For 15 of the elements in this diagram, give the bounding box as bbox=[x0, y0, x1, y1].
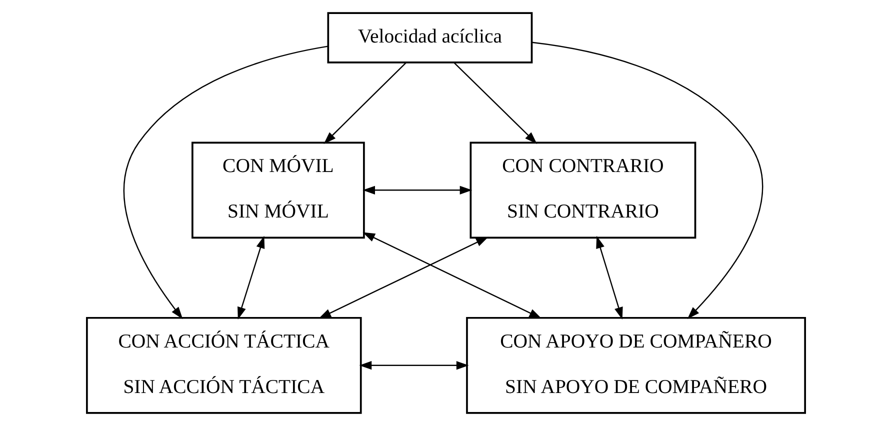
node-box: CON MÓVIL SIN MÓVIL bbox=[192, 142, 365, 239]
node-box: Velocidad acíclica bbox=[327, 12, 533, 64]
node-box: CON ACCIÓN TÁCTICA SIN ACCIÓN TÁCTICA bbox=[86, 316, 362, 414]
arrow bbox=[318, 236, 488, 319]
arrow bbox=[324, 62, 406, 144]
arrow bbox=[454, 62, 538, 144]
arrow bbox=[532, 42, 764, 319]
node-box: CON CONTRARIO SIN CONTRARIO bbox=[470, 142, 696, 239]
arrow bbox=[362, 232, 542, 319]
arrow bbox=[359, 361, 469, 370]
arrow bbox=[238, 236, 265, 320]
arrow bbox=[362, 186, 472, 194]
arrow bbox=[596, 236, 623, 320]
node-box: CON APOYO DE COMPAÑERO SIN APOYO DE COMPAÑERO bbox=[466, 316, 806, 414]
arrow bbox=[124, 46, 328, 320]
